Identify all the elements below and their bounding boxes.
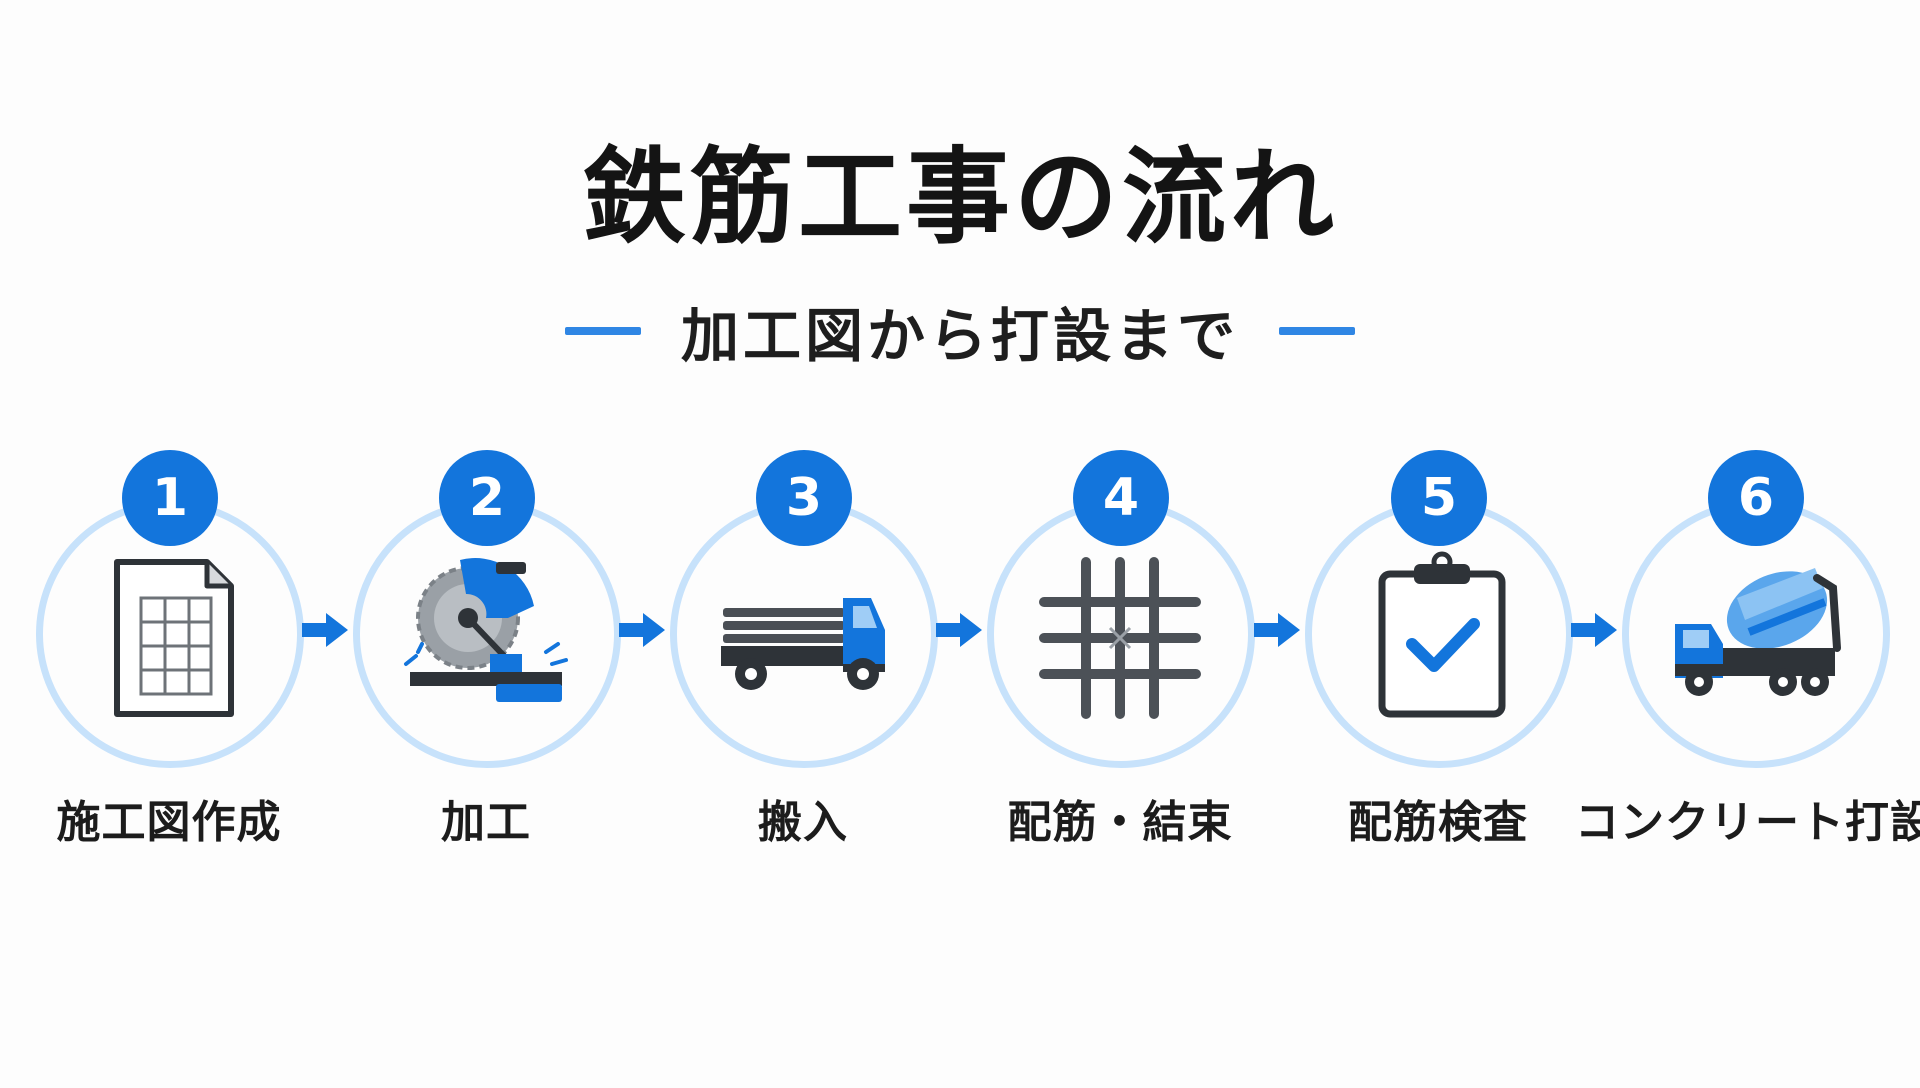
- page-title: 鉄筋工事の流れ: [581, 136, 1338, 258]
- drawing-document-icon: [79, 548, 259, 728]
- step-6: 6 コンクリート打設: [1575, 450, 1920, 850]
- step-4: 4 配筋・結束: [980, 450, 1260, 850]
- cutting-saw-icon: [396, 548, 576, 728]
- flow-arrow-icon: [1252, 612, 1302, 648]
- step-label: 搬入: [758, 797, 848, 848]
- subtitle-dash-left: [564, 327, 641, 335]
- step-number-badge: 1: [122, 450, 218, 546]
- flow-arrow-icon: [934, 612, 984, 648]
- step-5: 5 配筋検査: [1298, 450, 1578, 850]
- concrete-mixer-truck-icon: [1665, 548, 1845, 728]
- step-number-badge: 3: [756, 450, 852, 546]
- step-number-badge: 6: [1708, 450, 1804, 546]
- step-1: 1 施工図作成: [29, 450, 309, 850]
- step-label: 加工: [441, 797, 531, 848]
- subtitle-dash-right: [1279, 327, 1355, 335]
- step-number-badge: 2: [439, 450, 535, 546]
- subtitle-row: 加工図から打設まで: [0, 296, 1920, 370]
- page-subtitle: 加工図から打設まで: [680, 302, 1239, 370]
- inspection-clipboard-icon: [1348, 548, 1528, 728]
- flow-arrow-icon: [617, 612, 667, 648]
- step-label: 配筋検査: [1348, 797, 1528, 848]
- step-2: 2 加工: [346, 450, 626, 850]
- step-number-badge: 4: [1073, 450, 1169, 546]
- flow-arrow-icon: [300, 612, 350, 648]
- step-3: 3 搬入: [663, 450, 943, 850]
- flow-arrow-icon: [1569, 612, 1619, 648]
- delivery-truck-icon: [713, 548, 893, 728]
- step-number-badge: 5: [1391, 450, 1487, 546]
- step-label: 施工図作成: [56, 797, 282, 848]
- step-label: コンクリート打設: [1575, 797, 1920, 848]
- step-label: 配筋・結束: [1007, 797, 1233, 848]
- rebar-grid-icon: [1030, 548, 1210, 728]
